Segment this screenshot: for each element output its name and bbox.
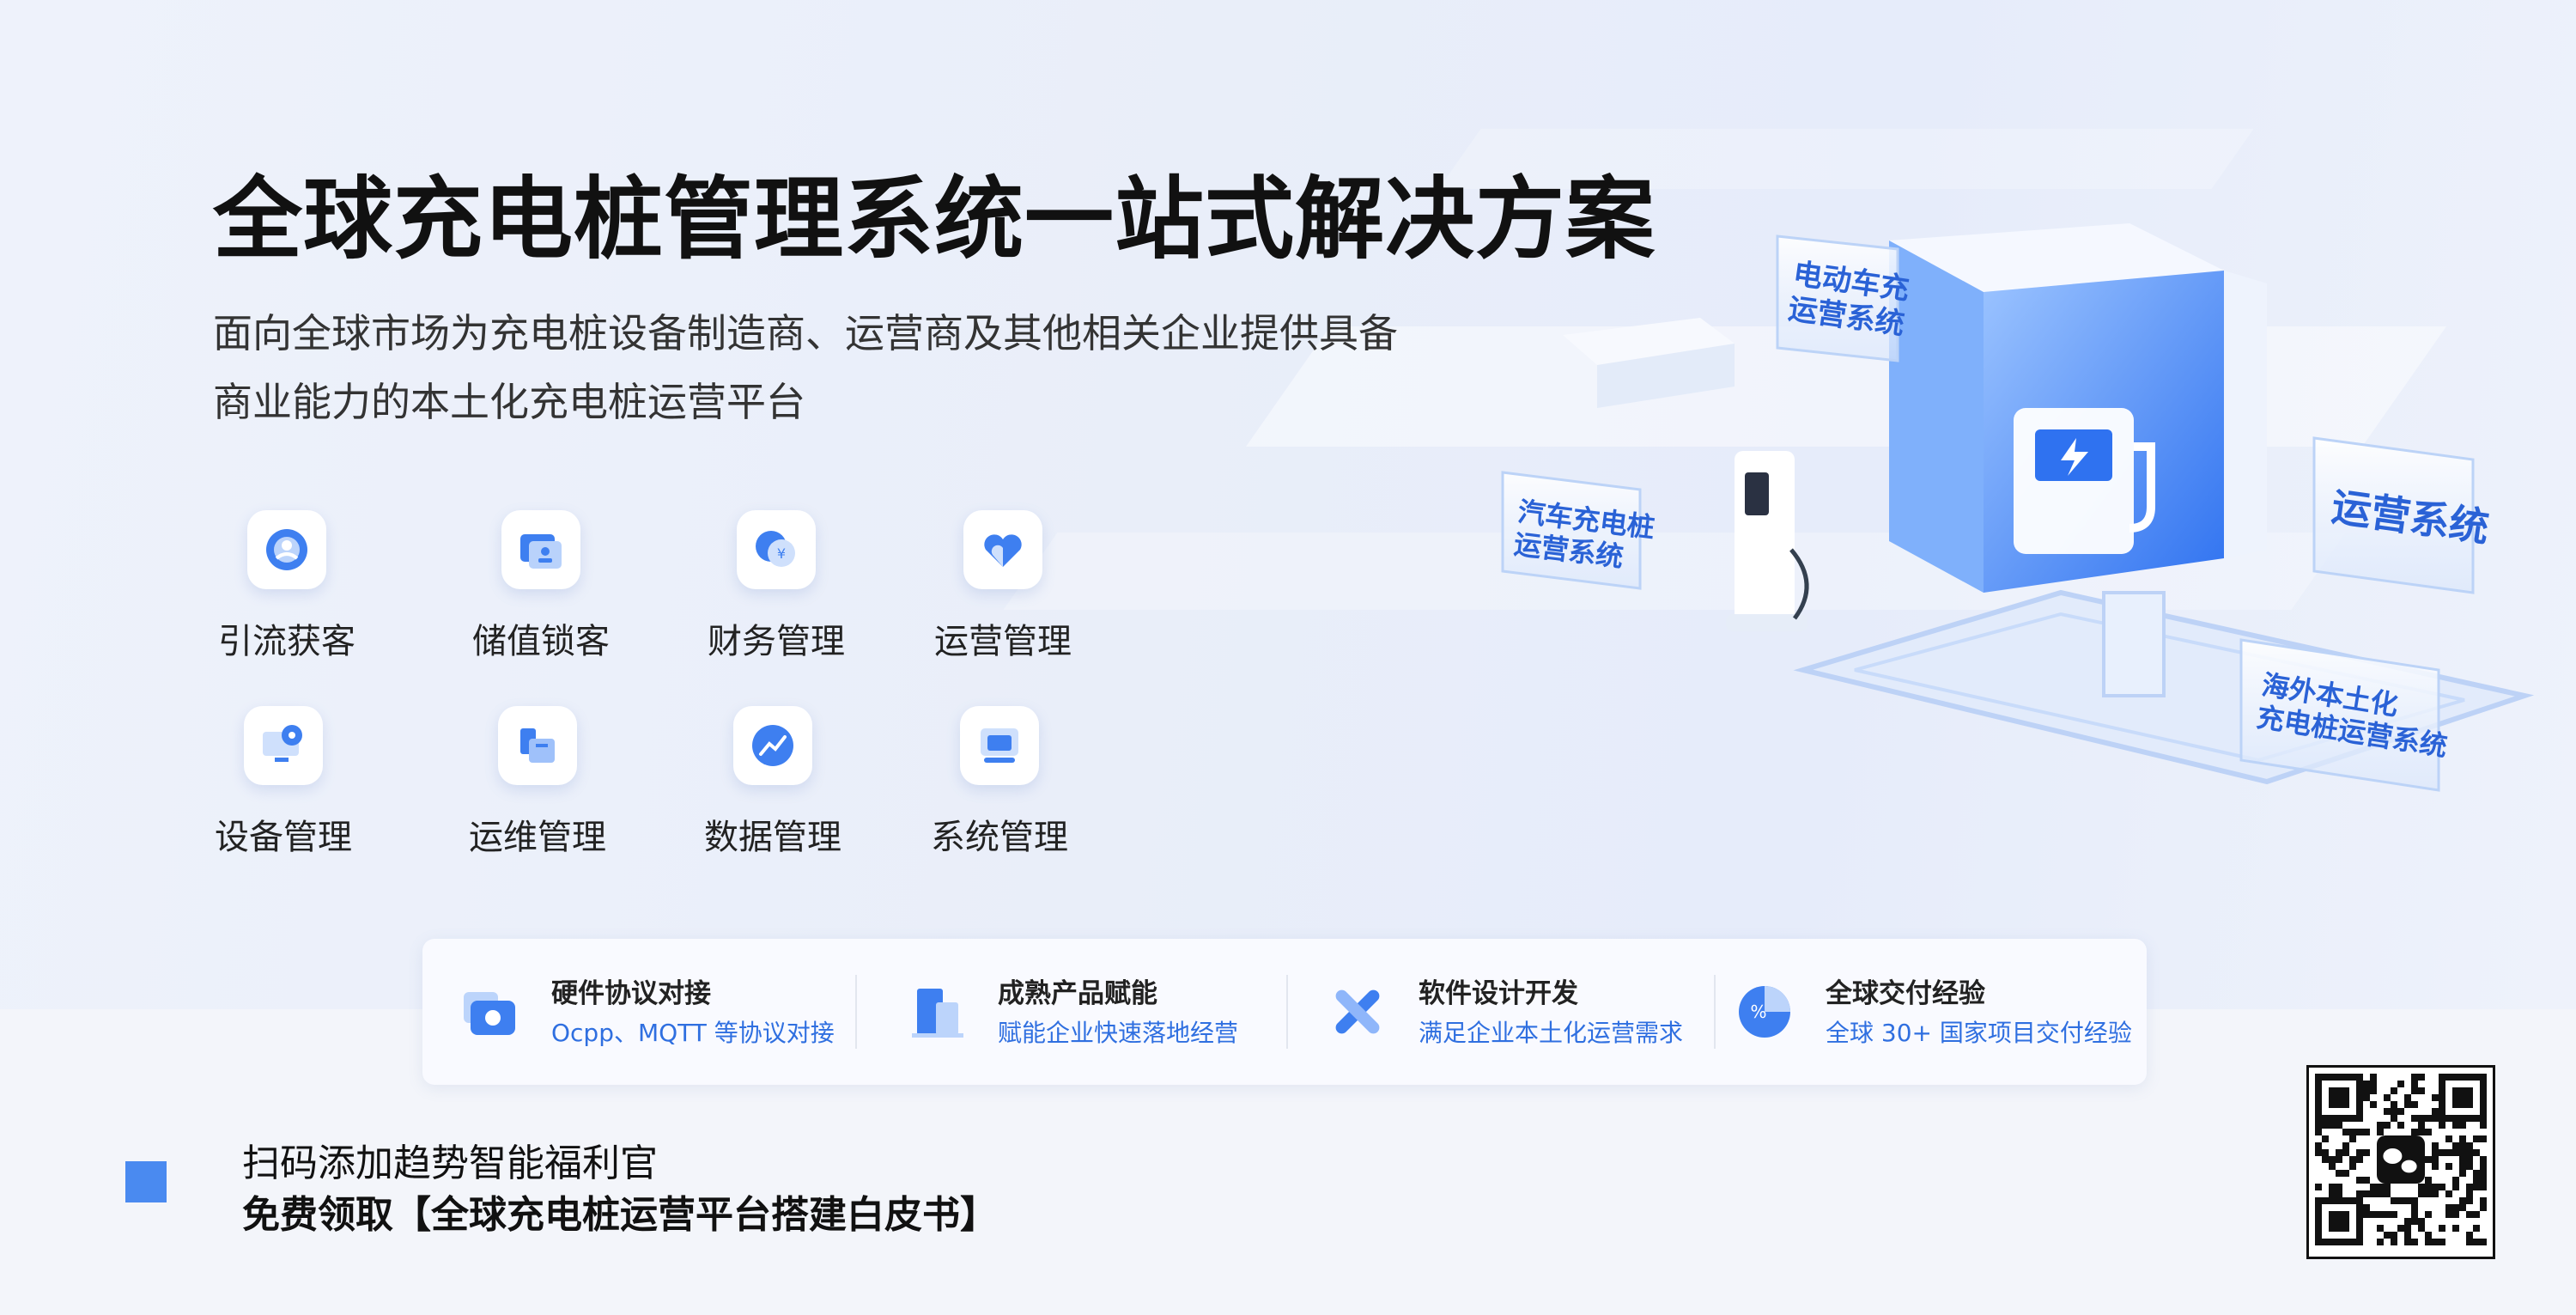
advantage-desc: 赋能企业快速落地经营 [998,1019,1239,1047]
folder-icon [459,980,522,1044]
advantage-title: 硬件协议对接 [551,978,711,1009]
page-subtitle: 面向全球市场为充电桩设备制造商、运营商及其他相关企业提供具备 商业能力的本土化充… [213,299,1501,436]
advantage-title: 软件设计开发 [1419,978,1578,1009]
page-title: 全球充电桩管理系统一站式解决方案 [213,167,1656,271]
feature-item-device[interactable]: 设备管理 [189,706,378,859]
feature-item-stored-value[interactable]: 储值锁客 [447,510,635,663]
toolbox-icon [498,706,577,785]
cta-square-marker [125,1161,167,1202]
advantage-desc: 满足企业本土化运营需求 [1419,1019,1684,1047]
svg-text:%: % [1750,1001,1766,1022]
tools-icon [1326,980,1389,1044]
advantages-banner: 硬件协议对接 Ocpp、MQTT 等协议对接 成熟产品赋能 赋能企业快速落地经营… [422,939,2147,1085]
advantage-item-software: 软件设计开发 满足企业本土化运营需求 [1290,939,1719,1085]
feature-label: 运维管理 [469,818,606,857]
wechat-icon [2377,1135,2425,1184]
feature-label: 财务管理 [708,622,845,661]
feature-item-operation[interactable]: 运营管理 [908,510,1097,663]
feature-item-acquire[interactable]: 引流获客 [192,510,381,663]
subtitle-line-2: 商业能力的本土化充电桩运营平台 [213,379,805,425]
coin-icon: ¥ [737,510,816,589]
feature-label: 设备管理 [215,818,352,857]
user-target-icon [247,510,326,589]
building-icon [905,980,969,1044]
feature-item-finance[interactable]: ¥ 财务管理 [682,510,871,663]
advantage-desc: 全球 30+ 国家项目交付经验 [1826,1019,2132,1047]
charging-system-illustration: 电动车充 运营系统 汽车充电桩 运营系统 运营系统 海外本土化 充电桩运营系统 [1374,189,2576,893]
subtitle-line-1: 面向全球市场为充电桩设备制造商、运营商及其他相关企业提供具备 [213,310,1398,356]
advantage-title: 成熟产品赋能 [998,978,1157,1009]
feature-item-data[interactable]: 数据管理 [678,706,867,859]
feature-label: 运营管理 [934,622,1072,661]
advantage-desc: Ocpp、MQTT 等协议对接 [551,1019,835,1047]
wechat-qr-code[interactable] [2306,1065,2495,1259]
monitor-gear-icon [244,706,323,785]
feature-label: 数据管理 [704,818,841,857]
svg-text:¥: ¥ [777,545,786,562]
advantage-title: 全球交付经验 [1826,978,1985,1009]
advantage-item-delivery: % 全球交付经验 全球 30+ 国家项目交付经验 [1697,939,2132,1085]
banner-divider [855,975,857,1049]
feature-label: 引流获客 [218,622,355,661]
chart-circle-icon [733,706,812,785]
illustration-graphic [1501,223,2535,792]
qr-pattern [2315,1074,2487,1245]
cta-text-line-1: 扫码添加趋势智能福利官 [242,1141,658,1185]
percent-globe-icon: % [1733,980,1796,1044]
heart-hands-icon [963,510,1042,589]
feature-label: 储值锁客 [472,622,610,661]
banner-divider [1714,975,1716,1049]
feature-item-maintenance[interactable]: 运维管理 [443,706,632,859]
advantage-item-product: 成熟产品赋能 赋能企业快速落地经营 [869,939,1298,1085]
banner-divider [1286,975,1288,1049]
card-user-icon [501,510,580,589]
screen-icon [960,706,1039,785]
feature-label: 系统管理 [931,818,1068,857]
advantage-item-protocol: 硬件协议对接 Ocpp、MQTT 等协议对接 [422,939,852,1085]
cta-text-line-2: 免费领取【全球充电桩运营平台搭建白皮书】 [242,1193,998,1237]
feature-item-system[interactable]: 系统管理 [905,706,1094,859]
